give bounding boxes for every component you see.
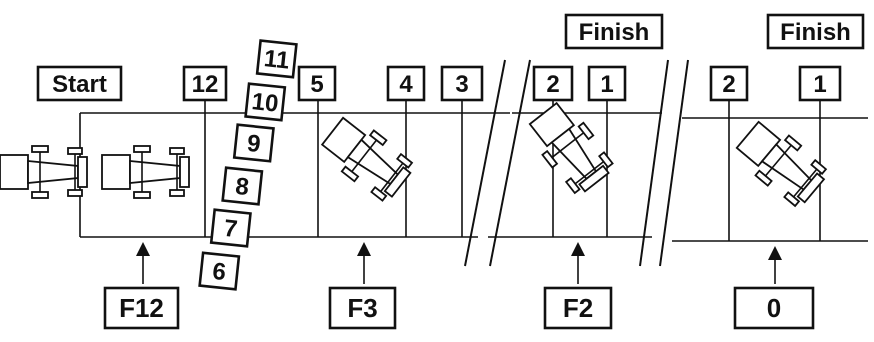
strip-11: 11 [255, 39, 298, 79]
race-car-icon [315, 109, 419, 207]
arrow-up-icon [768, 246, 782, 284]
marker-5: 5 [297, 65, 337, 102]
start-label: Start [36, 65, 123, 102]
strip-8: 8 [221, 166, 264, 206]
finish-label-a: Finish [564, 13, 664, 50]
strip-10-text: 10 [250, 88, 279, 118]
start-label-text: Start [52, 71, 107, 98]
track-panel-2 [488, 100, 662, 238]
f3-key: F3 [328, 286, 397, 330]
strip-7: 7 [209, 208, 252, 248]
race-car-icon [0, 145, 88, 199]
finish-label-b: Finish [766, 13, 865, 50]
marker-3-text: 3 [455, 71, 468, 98]
strip-7-text: 7 [223, 215, 239, 243]
arrow-up-icon [357, 242, 371, 284]
marker-4-text: 4 [399, 71, 413, 98]
marker-12: 12 [182, 65, 228, 102]
strip-6: 6 [198, 251, 241, 291]
strip-9: 9 [232, 123, 275, 163]
zero-key: 0 [733, 286, 815, 330]
panel3-marker-1: 1 [798, 65, 842, 102]
marker-3: 3 [440, 65, 484, 102]
arrow-up-icon [136, 242, 150, 284]
finish-label-a-text: Finish [579, 19, 650, 46]
strip-9-text: 9 [246, 130, 262, 158]
f12-key-text: F12 [119, 293, 164, 323]
panel-break-2 [639, 59, 689, 267]
f2-key-text: F2 [563, 293, 593, 323]
number-strip: 11 10 9 8 7 6 [198, 39, 298, 291]
strip-6-text: 6 [211, 258, 227, 286]
race-car-icon [101, 145, 190, 199]
race-car-icon [730, 114, 832, 212]
marker-12-text: 12 [192, 71, 219, 98]
panel2-marker-2-text: 2 [546, 71, 559, 98]
panel-break-1 [464, 59, 531, 267]
strip-11-text: 11 [263, 45, 291, 75]
panel3-marker-2: 2 [709, 65, 749, 102]
panel3-marker-2-text: 2 [722, 71, 735, 98]
panel2-marker-2: 2 [532, 65, 574, 102]
panel2-marker-1-text: 1 [600, 71, 613, 98]
f12-key: F12 [103, 286, 180, 330]
zero-key-text: 0 [767, 293, 781, 323]
track-panel-3 [672, 100, 868, 242]
finish-label-b-text: Finish [780, 19, 851, 46]
f2-key: F2 [543, 286, 613, 330]
f3-key-text: F3 [347, 293, 377, 323]
panel2-marker-1: 1 [587, 65, 627, 102]
strip-10: 10 [244, 82, 287, 122]
marker-4: 4 [386, 65, 426, 102]
arrow-up-icon [571, 242, 585, 284]
marker-5-text: 5 [310, 71, 323, 98]
strip-8-text: 8 [234, 173, 250, 201]
panel3-marker-1-text: 1 [813, 71, 826, 98]
